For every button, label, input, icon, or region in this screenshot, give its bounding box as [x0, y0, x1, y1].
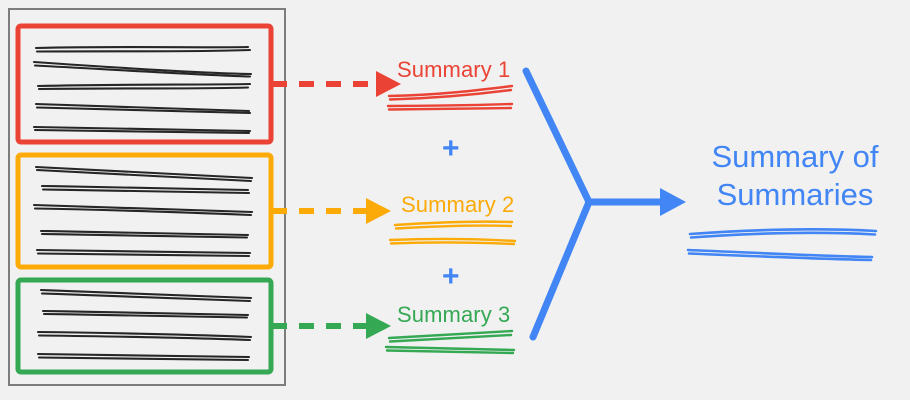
document-orange-border [15, 152, 274, 270]
summary-3-label: Summary 3 [397, 302, 511, 327]
document-red-border [15, 23, 274, 145]
arrow-red-head [376, 71, 401, 97]
collection-border [8, 8, 286, 386]
final-output-underlines [686, 228, 878, 262]
document-red-text-lines [32, 45, 253, 135]
final-label-line-1: Summary of [711, 139, 879, 174]
document-green-border [15, 277, 274, 375]
connector-arrow-orange [272, 198, 391, 224]
final-label-line-2: Summaries [716, 177, 874, 212]
summary-1-underlines [386, 84, 514, 111]
merge-branch-top [522, 67, 593, 206]
merge-arrow-head [660, 188, 686, 216]
document-green[interactable] [15, 277, 274, 375]
connector-arrow-red [272, 71, 401, 97]
summary-2-label: Summary 2 [401, 192, 515, 217]
plus-operator-1: + [442, 132, 460, 165]
document-green-text-lines [36, 288, 253, 362]
arrow-orange-head [366, 198, 391, 224]
document-orange-text-lines [32, 165, 254, 258]
summary-3-underlines [384, 329, 516, 355]
connector-arrow-green [272, 313, 391, 339]
merge-branch-bottom [529, 198, 593, 341]
document-collection [8, 8, 286, 386]
summary-2-underlines [388, 220, 517, 246]
plus-operator-2: + [442, 260, 460, 293]
document-red[interactable] [15, 23, 274, 145]
arrow-green-head [366, 313, 391, 339]
document-orange[interactable] [15, 152, 274, 270]
summary-of-summaries-label: Summary of Summaries [702, 138, 888, 214]
merge-connector [522, 67, 686, 341]
summary-1-label: Summary 1 [397, 57, 511, 82]
